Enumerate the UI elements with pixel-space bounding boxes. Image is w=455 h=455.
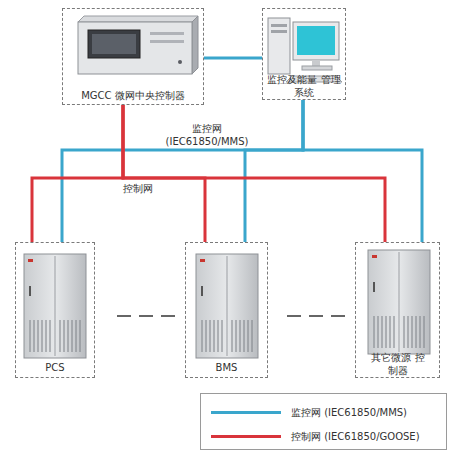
device-label: MGCC 微网中央控制器 — [63, 89, 203, 102]
network-label: 控制网 — [118, 182, 158, 195]
network-link — [204, 57, 262, 60]
network-link — [245, 100, 303, 242]
legend-text: 控制网 (IEC61850/GOOSE) — [291, 430, 420, 443]
ellipsis-dashes — [117, 315, 345, 317]
device-box: 其它微源 控制器 — [355, 242, 440, 378]
network-label: 监控网 (IEC61850/MMS) — [160, 122, 254, 148]
device-box: MGCC 微网中央控制器 — [62, 8, 204, 105]
cabinet-illustration — [24, 254, 86, 358]
device-label: BMS — [186, 361, 267, 374]
legend-line-swatch — [211, 435, 281, 438]
device-box: PCS — [15, 242, 95, 378]
device-box: 监控及能量 管理系统 — [262, 8, 346, 100]
cabinet-illustration — [368, 250, 430, 354]
legend-text: 监控网 (IEC61850/MMS) — [291, 406, 407, 419]
network-link — [303, 100, 422, 242]
network-link — [62, 100, 303, 242]
computer-illustration — [268, 18, 342, 82]
network-link — [123, 105, 385, 242]
device-label: 其它微源 控制器 — [368, 351, 428, 377]
device-box: BMS — [185, 242, 268, 378]
controller-illustration — [78, 16, 198, 74]
legend-line-swatch — [211, 411, 281, 414]
device-label: PCS — [16, 361, 94, 374]
legend-box: 监控网 (IEC61850/MMS) 控制网 (IEC61850/GOOSE) — [200, 393, 447, 450]
device-label: 监控及能量 管理系统 — [267, 73, 341, 99]
network-link — [32, 105, 123, 242]
cabinet-illustration — [196, 254, 258, 358]
